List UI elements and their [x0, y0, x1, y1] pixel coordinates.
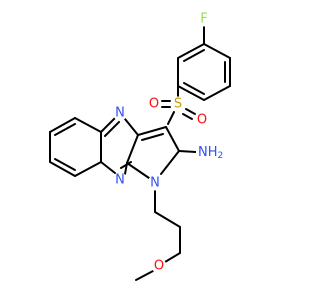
fluorine-atom-background	[196, 11, 212, 27]
amine-label: NH	[198, 145, 218, 160]
sulfur-atom: S	[174, 97, 182, 112]
bond	[183, 82, 205, 95]
bond	[185, 108, 196, 115]
bond	[177, 85, 205, 101]
quinoxaline-nitrogen-bottom: N	[115, 173, 125, 188]
bond	[104, 121, 120, 137]
bond	[100, 161, 116, 174]
bond-layer	[49, 25, 231, 281]
bond	[100, 117, 116, 133]
sulfonyl-oxygen-right-background	[194, 112, 210, 128]
bond	[126, 134, 139, 164]
bond	[203, 85, 231, 101]
quinoxaline-nitrogen-top: N	[115, 106, 125, 121]
bond	[74, 161, 102, 177]
bond	[165, 126, 180, 152]
bond	[183, 49, 205, 62]
bond	[137, 126, 167, 136]
bond	[126, 162, 150, 179]
bond	[141, 133, 164, 141]
fluorine-atom: F	[200, 12, 207, 27]
quinoxaline-nitrogen-bottom-background	[112, 172, 128, 188]
bond	[54, 158, 76, 171]
bond	[54, 123, 76, 136]
sulfonyl-oxygen-left-background	[146, 96, 162, 112]
pyrrole-nitrogen-background	[147, 175, 163, 191]
bond	[177, 43, 205, 59]
bond	[124, 118, 139, 136]
bond	[120, 161, 132, 169]
bond	[135, 270, 154, 281]
bond	[74, 117, 102, 133]
bond	[154, 211, 181, 228]
ether-oxygen: O	[154, 259, 164, 274]
quinoxaline-nitrogen-top-background	[112, 105, 128, 121]
sulfonyl-oxygen-left: O	[149, 97, 159, 112]
bond	[49, 161, 76, 177]
pyrrole-nitrogen: N	[150, 176, 160, 191]
bond	[160, 150, 180, 175]
bond	[182, 113, 193, 120]
bond	[164, 252, 181, 263]
bond	[167, 111, 175, 125]
bond	[178, 150, 197, 153]
sulfur-atom-background	[170, 96, 186, 112]
amine-label-background	[196, 144, 228, 162]
amine-group: NH2	[198, 145, 223, 162]
ether-oxygen-background	[151, 258, 167, 274]
sulfonyl-oxygen-right: O	[197, 113, 207, 128]
amine-subscript: 2	[218, 151, 224, 161]
bond	[49, 117, 76, 133]
bond	[203, 43, 231, 59]
